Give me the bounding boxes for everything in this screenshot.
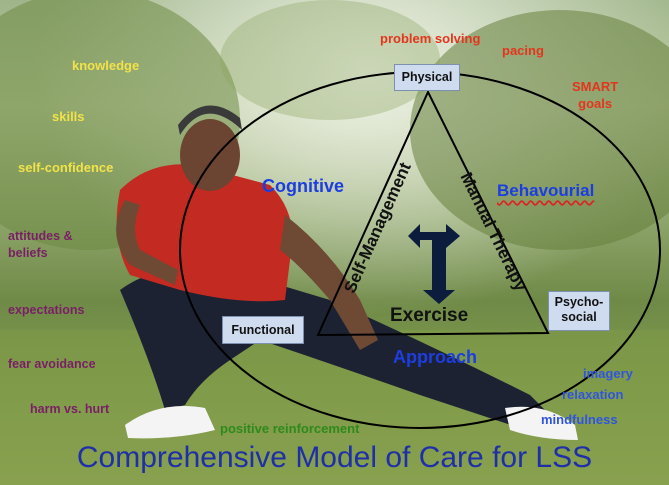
box-physical: Physical (394, 64, 460, 91)
box-functional: Functional (222, 316, 304, 344)
label-skills: skills (52, 109, 85, 124)
label-exercise: Exercise (390, 305, 468, 327)
box-psychosocial: Psycho- social (548, 291, 610, 331)
label-approach: Approach (393, 347, 477, 368)
page-title: Comprehensive Model of Care for LSS (0, 441, 669, 475)
label-harm-vs-hurt: harm vs. hurt (30, 402, 109, 416)
label-problem-solving: problem solving (380, 31, 480, 46)
label-pacing: pacing (502, 43, 544, 58)
label-fear-avoidance: fear avoidance (8, 357, 96, 371)
label-positive-reinforcement: positive reinforcement (220, 421, 359, 436)
label-smart-goals: SMART goals (572, 78, 618, 112)
label-knowledge: knowledge (72, 58, 139, 73)
label-expectations: expectations (8, 303, 84, 317)
label-behavourial: Behavourial (497, 181, 594, 201)
label-mindfulness: mindfulness (541, 412, 618, 427)
four-way-arrow-icon (408, 224, 460, 304)
label-attitudes-beliefs: attitudes & beliefs (8, 228, 73, 262)
label-self-confidence: self-confidence (18, 160, 113, 175)
label-imagery: imagery (583, 366, 633, 381)
label-cognitive: Cognitive (262, 176, 344, 197)
label-relaxation: relaxation (562, 387, 623, 402)
